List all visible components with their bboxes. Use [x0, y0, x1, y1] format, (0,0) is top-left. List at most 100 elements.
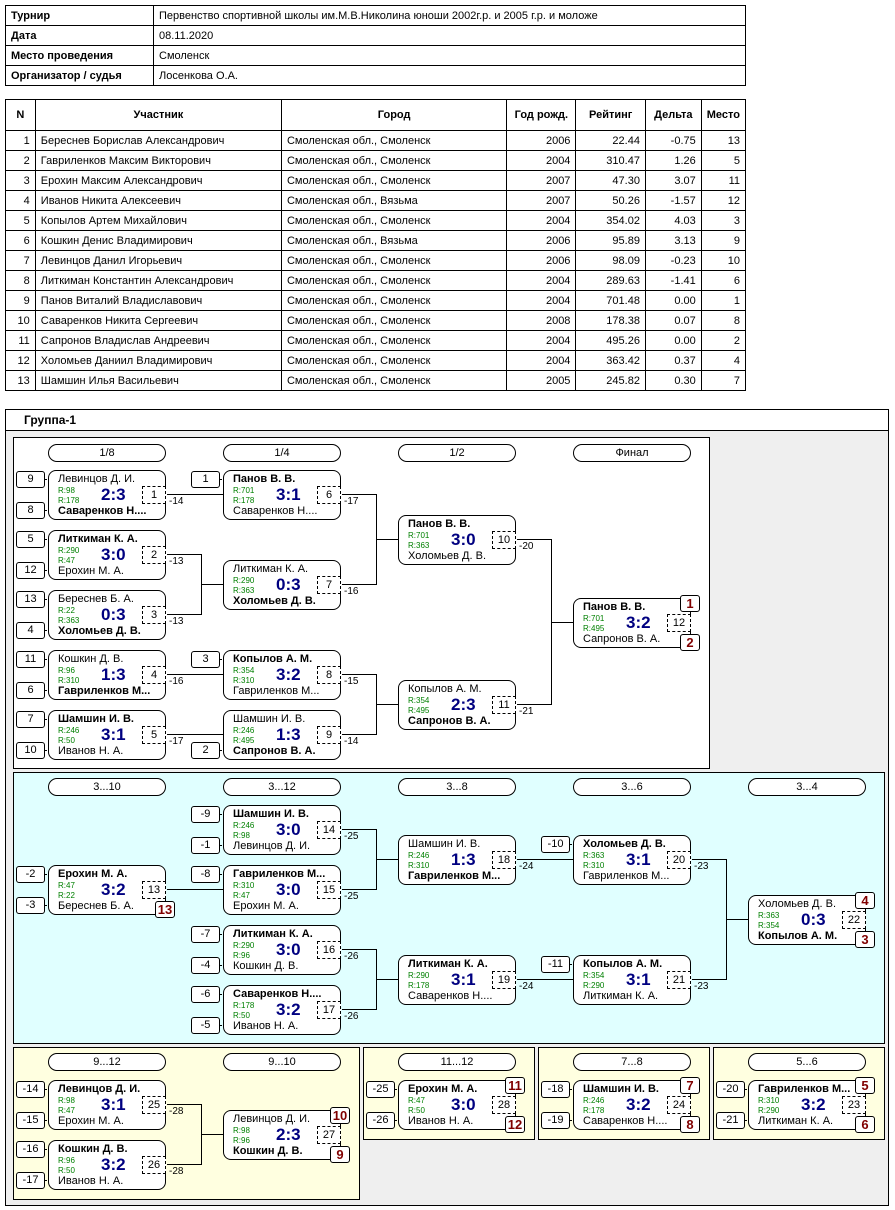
table-cell: -1.57	[644, 190, 702, 211]
connector-line	[167, 614, 201, 615]
player-2-rating: R:310	[233, 676, 255, 685]
match-score: 3:1	[101, 725, 126, 744]
player-2-name: Холомьев Д. В.	[58, 625, 141, 637]
player-1-name: Литкиман К. А.	[233, 928, 313, 940]
player-2-rating: R:98	[233, 831, 250, 840]
loser-destination: -24	[519, 981, 534, 992]
table-cell: 7	[700, 370, 747, 391]
player-1-rating: R:246	[58, 726, 80, 735]
table-cell: 12	[5, 350, 36, 371]
match-number: 18	[492, 851, 516, 869]
connector-line	[517, 539, 551, 540]
stage-label: 5...6	[748, 1053, 866, 1071]
player-2-rating: R:50	[58, 1166, 75, 1175]
stage-label: Финал	[573, 444, 691, 462]
info-label: Место проведения	[5, 45, 154, 66]
stage-label: 1/8	[48, 444, 166, 462]
player-2-name: Сапронов В. А.	[583, 633, 661, 645]
table-cell: 6	[5, 230, 36, 251]
table-cell: 2004	[506, 210, 577, 231]
player-2-rating: R:363	[58, 616, 80, 625]
match-number: 19	[492, 971, 516, 989]
table-cell: 1	[5, 130, 36, 151]
loser-destination: -28	[169, 1106, 184, 1117]
table-cell: Смоленская обл., Смоленск	[280, 290, 508, 311]
player-1-rating: R:354	[408, 696, 430, 705]
player-1-name: Саваренков Н....	[233, 988, 322, 1000]
player-1-rating: R:47	[408, 1096, 425, 1105]
match-number: 2	[142, 546, 166, 564]
connector-line	[517, 704, 551, 705]
match-number: 11	[492, 696, 516, 714]
player-2-name: Литкиман К. А.	[758, 1115, 834, 1127]
table-cell: 3.07	[644, 170, 702, 191]
player-1-name: Левинцов Д. И.	[58, 473, 136, 485]
match-score: 0:3	[276, 575, 301, 594]
table-cell: Ерохин Максим Александрович	[34, 170, 282, 191]
table-cell: 11	[5, 330, 36, 351]
player-2-rating: R:96	[233, 951, 250, 960]
player-1-rating: R:47	[58, 881, 75, 890]
player-2-rating: R:290	[758, 1106, 780, 1115]
match-number: 27	[317, 1126, 341, 1144]
table-cell: Смоленская обл., Смоленск	[280, 170, 508, 191]
stage-label: 9...10	[223, 1053, 341, 1071]
match-number: 21	[667, 971, 691, 989]
player-2-name: Саваренков Н....	[408, 990, 493, 1002]
stage-label: 3...8	[398, 778, 516, 796]
player-2-rating: R:178	[408, 981, 430, 990]
table-cell: Холомьев Даниил Владимирович	[34, 350, 282, 371]
match-number: 7	[317, 576, 341, 594]
player-2-name: Береснев Б. А.	[58, 900, 134, 912]
column-header: Город	[280, 99, 508, 131]
match-score: 3:2	[626, 613, 651, 632]
connector-line	[376, 539, 398, 540]
table-cell: 8	[700, 310, 747, 331]
player-2-name: Иванов Н. А.	[408, 1115, 474, 1127]
table-cell: 2004	[506, 350, 577, 371]
seed-box: 9	[16, 471, 47, 488]
seed-box: -1	[191, 837, 222, 854]
table-cell: 47.30	[575, 170, 646, 191]
place-badge: 3	[855, 931, 875, 948]
player-1-rating: R:701	[233, 486, 255, 495]
player-2-rating: R:495	[233, 736, 255, 745]
player-2-name: Холомьев Д. В.	[233, 595, 316, 607]
player-2-rating: R:178	[583, 1106, 605, 1115]
table-cell: 0.37	[644, 350, 702, 371]
match-number: 26	[142, 1156, 166, 1174]
player-2-rating: R:495	[408, 706, 430, 715]
player-1-name: Левинцов Д. И.	[58, 1083, 141, 1095]
table-cell: Кошкин Денис Владимирович	[34, 230, 282, 251]
